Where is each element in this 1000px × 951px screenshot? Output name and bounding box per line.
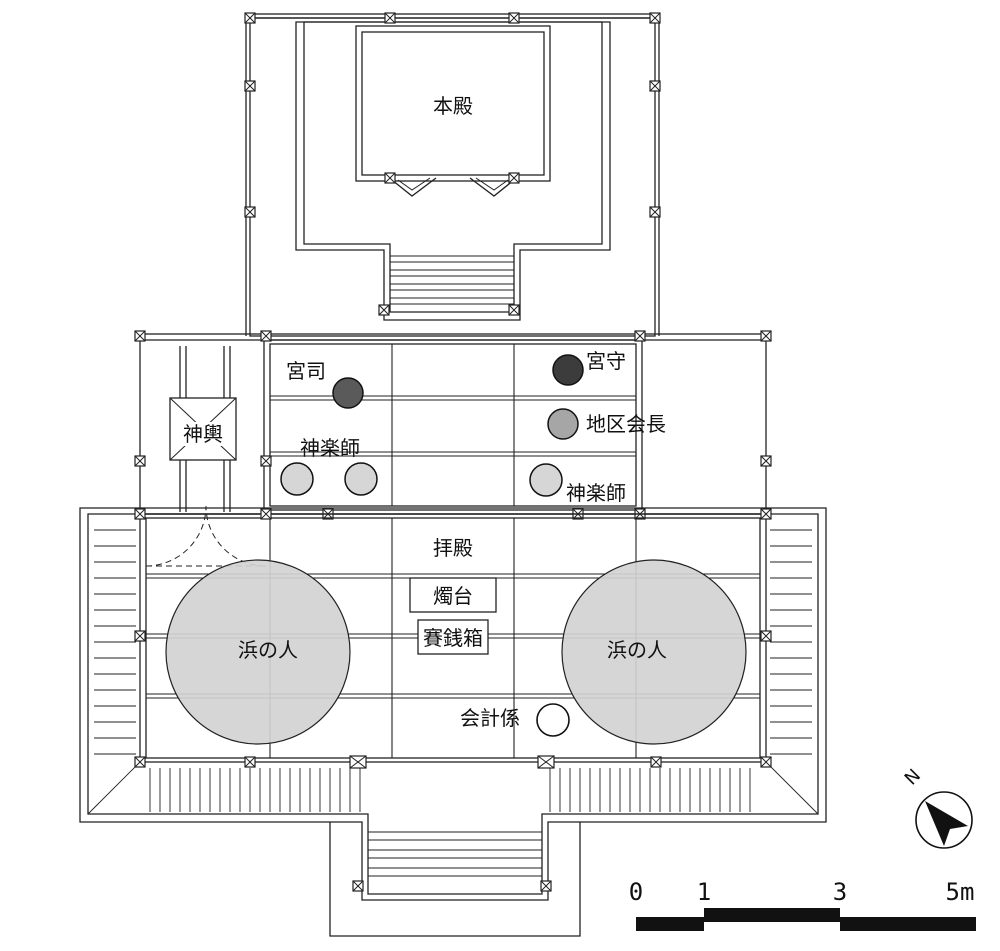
scale-seg-1-3	[704, 908, 840, 922]
scale-tick-0: 0	[629, 878, 643, 906]
scale-tick-5m: 5m	[946, 878, 975, 906]
saisenbako-label: 賽銭箱	[423, 626, 483, 650]
kaguraishi-left-label: 神楽師	[300, 436, 360, 460]
kaikei-label: 会計係	[460, 706, 520, 730]
scale-tick-3: 3	[833, 878, 847, 906]
heiden	[139, 333, 767, 567]
haiden-doors	[349, 755, 555, 769]
mikoshi-label-bg	[176, 422, 230, 446]
scale-seg-3-5	[840, 917, 976, 931]
guji-marker	[332, 377, 364, 409]
north-arrow-icon	[925, 801, 968, 846]
shokudai-box	[409, 577, 497, 613]
hama-right-label: 浜の人	[607, 638, 667, 662]
kaguraishi-right-label: 神楽師	[566, 481, 626, 505]
miyamori-label: 宮守	[586, 349, 626, 373]
scale-seg-0-1	[636, 917, 704, 931]
honden-label: 本殿	[433, 94, 473, 118]
compass-north-label: N	[901, 765, 925, 789]
kaguraishi-left-marker-2	[344, 462, 378, 496]
hama-left-label: 浜の人	[238, 638, 298, 662]
miyamori-marker	[552, 354, 584, 386]
guji-label: 宮司	[286, 359, 326, 383]
shokudai-label: 燭台	[433, 584, 473, 608]
compass: N	[901, 765, 973, 849]
haiden-label: 拝殿	[433, 536, 473, 560]
scale-tick-1: 1	[697, 878, 711, 906]
scale-bar: 0 1 3 5m	[629, 878, 976, 931]
mikoshi-label: 神輿	[183, 422, 223, 446]
chiku-kaicho-label: 地区会長	[586, 412, 666, 436]
chiku-kaicho-marker	[547, 408, 579, 440]
kaikei-marker	[536, 703, 570, 737]
hama-crowd-right	[561, 559, 747, 745]
hama-crowd-left	[165, 559, 351, 745]
kaguraishi-right-marker	[529, 463, 563, 497]
saisenbako-box	[417, 619, 489, 655]
honden	[245, 13, 660, 337]
kaguraishi-left-marker-1	[280, 462, 314, 496]
